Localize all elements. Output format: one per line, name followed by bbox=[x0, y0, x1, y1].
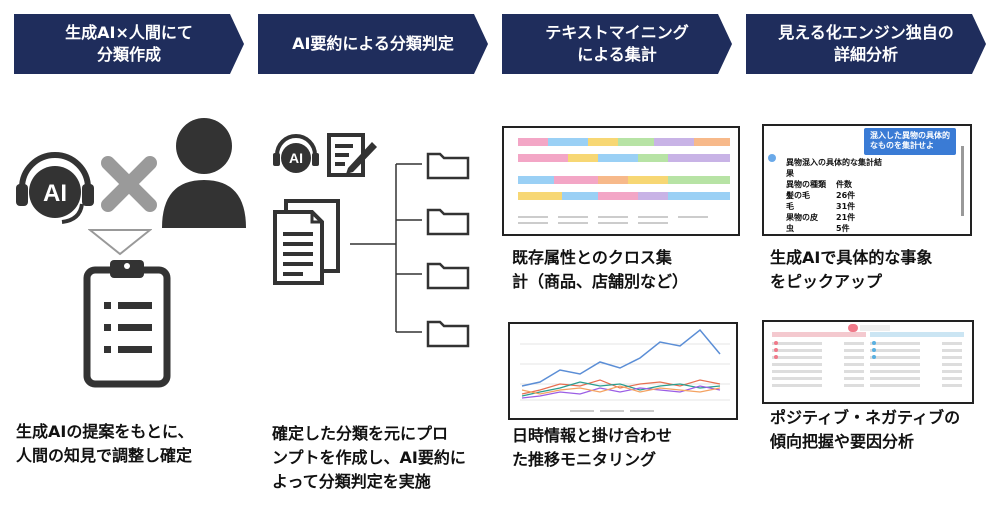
chat-header-count: 件数 bbox=[836, 180, 852, 189]
chat-row-count: 31件 bbox=[836, 202, 856, 211]
chat-row-count: 21件 bbox=[836, 213, 856, 222]
ai-small-label: AI bbox=[289, 150, 303, 166]
folder-icon bbox=[426, 260, 470, 290]
series-line bbox=[521, 381, 721, 397]
folder-icon bbox=[426, 206, 470, 236]
folder-icon bbox=[426, 150, 470, 180]
chat-row-item: 髪の毛 bbox=[786, 191, 810, 200]
chat-row-item: 毛 bbox=[786, 202, 794, 211]
chat-row-count: 26件 bbox=[836, 191, 856, 200]
step-3-header: テキストマイニング による集計 bbox=[502, 14, 732, 74]
series-line bbox=[521, 385, 721, 399]
documents-icon bbox=[272, 198, 342, 286]
chat-avatar-icon bbox=[768, 154, 776, 162]
chat-answer-title: 異物混入の具体的な集計結 bbox=[786, 158, 882, 167]
person-icon bbox=[158, 112, 250, 230]
folder-tree-connector bbox=[342, 140, 492, 350]
step-4-header: 見える化エンジン独自の 詳細分析 bbox=[746, 14, 986, 74]
cross-icon bbox=[100, 155, 158, 213]
ai-headset-small-icon: AI bbox=[270, 128, 322, 180]
step-1-header: 生成AI×人間にて 分類作成 bbox=[14, 14, 244, 74]
ai-headset-icon: AI bbox=[10, 140, 100, 230]
caption-col1: 生成AIの提案をもとに、 人間の知見で調整し確定 bbox=[16, 422, 194, 465]
caption-col2: 確定した分類を元にプロ ンプトを作成し、AI要約に よって分類判定を実施 bbox=[272, 424, 466, 491]
folder-icon bbox=[426, 318, 470, 348]
caption-pickup: 生成AIで具体的な事象 をピックアップ bbox=[770, 248, 933, 291]
stacked-bar-row bbox=[518, 154, 730, 162]
series-line bbox=[521, 328, 721, 387]
down-arrow-icon bbox=[88, 228, 152, 256]
chat-header-item: 異物の種類 bbox=[786, 180, 826, 189]
chat-row-item: 果物の皮 bbox=[786, 213, 818, 222]
stacked-bar-row bbox=[518, 192, 730, 200]
chat-answer-title-cont: 果 bbox=[786, 169, 794, 178]
chat-row-item: 虫 bbox=[786, 224, 794, 233]
chat-scrollbar[interactable] bbox=[961, 146, 964, 216]
posneg-table-thumbnail bbox=[762, 320, 974, 404]
series-line bbox=[521, 379, 721, 395]
clipboard-icon bbox=[82, 256, 172, 388]
cross-tab-chart-thumbnail bbox=[502, 126, 740, 236]
caption-posneg: ポジティブ・ネガティブの 傾向把握や要因分析 bbox=[770, 408, 961, 451]
stacked-bar-row bbox=[518, 176, 730, 184]
caption-time-series: 日時情報と掛け合わせ た推移モニタリング bbox=[512, 426, 673, 469]
chat-row-count: 5件 bbox=[836, 224, 850, 233]
stacked-bar-row bbox=[518, 138, 730, 146]
ai-label: AI bbox=[43, 180, 67, 207]
chat-question-bubble: 混入した異物の具体的 なものを集計せよ bbox=[864, 128, 956, 155]
edit-document-icon bbox=[326, 132, 378, 178]
step-2-header: AI要約による分類判定 bbox=[258, 14, 488, 74]
series-line bbox=[521, 385, 721, 395]
chat-pickup-thumbnail: 混入した異物の具体的 なものを集計せよ 異物混入の具体的な集計結 果 異物の種類… bbox=[762, 124, 972, 236]
time-series-chart-thumbnail bbox=[508, 322, 738, 420]
caption-cross-tab: 既存属性とのクロス集 計（商品、店舗別など） bbox=[512, 248, 689, 291]
